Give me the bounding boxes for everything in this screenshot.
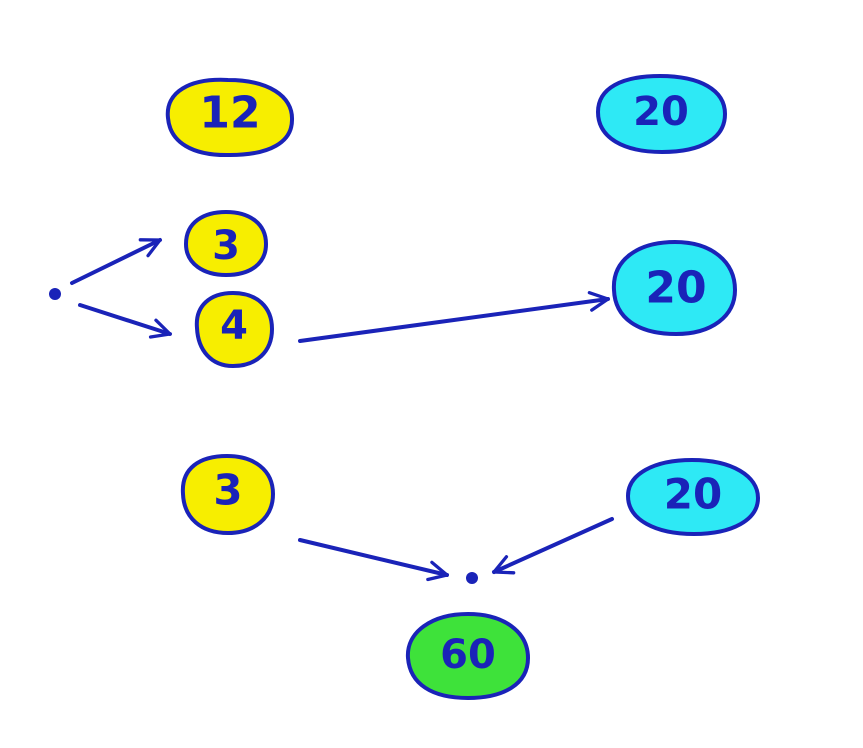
node-3-bottom-blob [180,453,276,536]
node-3-bottom: 3 [180,453,276,536]
node-20-mid-label: 20 [645,263,706,314]
node-20-mid: 20 [611,239,738,337]
node-12-blob [165,77,295,158]
node-12: 12 [165,77,295,158]
arrow-to-4 [78,303,172,339]
node-3-split-blob [183,209,269,278]
node-3-split-label: 3 [212,223,240,269]
node-4-split: 4 [194,290,275,369]
node-20-bottom: 20 [625,457,761,537]
arrow-20-to-product [492,517,614,575]
node-60-blob [405,611,531,701]
node-20-mid-blob [611,239,738,337]
product-dot [466,572,478,584]
node-3-bottom-label: 3 [213,466,242,515]
arrow-3-to-product [298,538,449,582]
node-60-label: 60 [440,632,496,678]
node-3-split: 3 [183,209,269,278]
node-20-top-label: 20 [633,89,689,135]
node-20-bottom-label: 20 [664,470,722,519]
arrow-4-to-20 [298,291,610,343]
node-20-bottom-blob [625,457,761,537]
arrow-to-3 [70,238,162,285]
node-12-label: 12 [199,88,260,139]
node-4-split-blob [194,290,275,369]
node-4-split-label: 4 [220,303,248,349]
node-60: 60 [405,611,531,701]
source-dot [49,288,61,300]
node-20-top-blob [595,73,728,155]
node-20-top: 20 [595,73,728,155]
